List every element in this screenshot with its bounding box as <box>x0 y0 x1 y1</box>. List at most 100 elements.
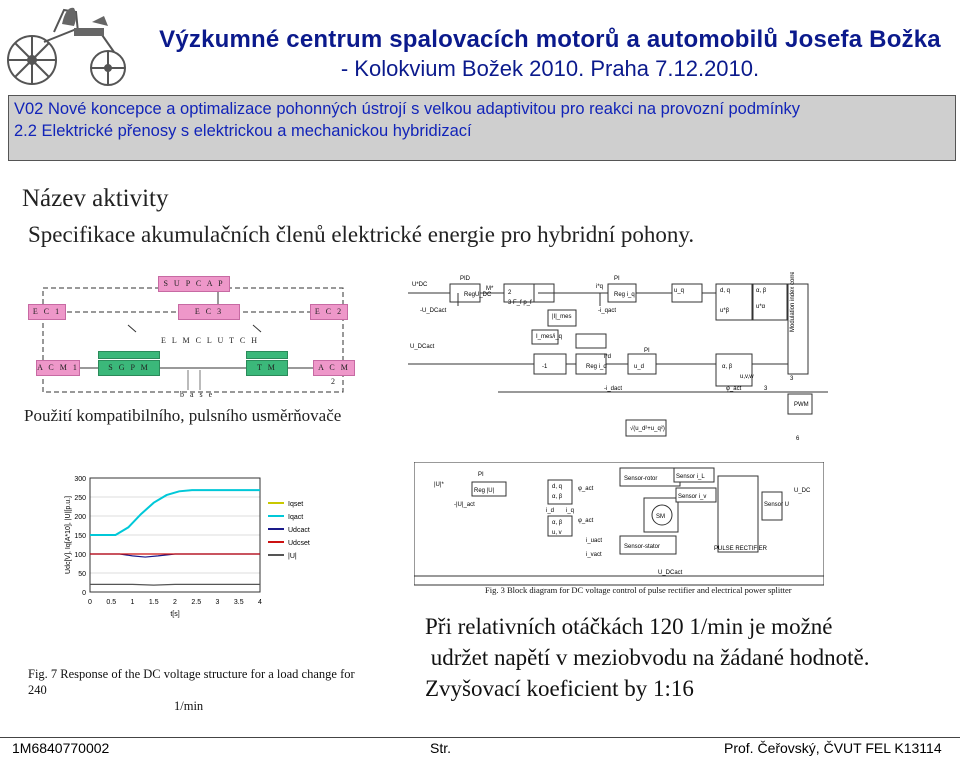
block-label: 3 F_f p_f <box>508 300 532 306</box>
rectifier-label: |U|* <box>434 482 444 488</box>
rectifier-label: α, β <box>552 494 563 500</box>
clutch-bar-left <box>98 351 160 359</box>
block-label: 2 <box>508 290 512 296</box>
rectifier-label: SM <box>656 514 665 520</box>
control-block <box>752 283 788 321</box>
legend-label: Iqact <box>288 514 303 521</box>
block-label: φ_act <box>726 386 742 392</box>
control-block <box>787 283 809 375</box>
block-label: PID <box>460 276 471 282</box>
supcap-box: S U P C A P <box>158 276 230 292</box>
x-tick-label: 1.5 <box>149 599 159 606</box>
x-tick-label: 2 <box>173 599 177 606</box>
control-block <box>533 353 567 375</box>
block-label: u_q <box>674 288 684 294</box>
sm-symbol <box>651 504 673 526</box>
x-tick-label: 0 <box>88 599 92 606</box>
block-label: -U_DCact <box>420 308 447 314</box>
control-block <box>715 353 753 387</box>
block-label: M* <box>486 286 494 292</box>
footer-page-label: Str. <box>430 740 452 756</box>
ec1-box: E C 1 <box>28 304 66 320</box>
block-label: √(u_d²+u_q²) <box>630 425 665 432</box>
topic-line-2: 2.2 Elektrické přenosy s elektrickou a m… <box>14 122 472 140</box>
block-label: 6 <box>796 436 800 442</box>
acm2-box: A C M 2 <box>313 360 355 386</box>
block-label: u*α <box>756 304 766 310</box>
elm-clutch-label: E L M C L U T C H <box>161 336 260 345</box>
rectifier-label: i_d <box>546 508 554 514</box>
rectifier-block <box>675 487 717 503</box>
y-tick-label: 150 <box>74 533 86 540</box>
rectifier-block <box>717 475 759 553</box>
block-label: -1 <box>542 364 548 370</box>
x-tick-label: 4 <box>258 599 262 606</box>
rectifier-label: PULSE RECTIFIER <box>714 546 768 552</box>
rectifier-label: Sensor-stator <box>624 544 660 550</box>
block-label: -i_qact <box>598 308 616 314</box>
rectifier-block <box>547 479 573 505</box>
rectifier-block <box>619 535 677 555</box>
x-tick-label: 3.5 <box>234 599 244 606</box>
rectifier-label: Sensor i_L <box>676 474 705 480</box>
control-block <box>575 333 607 349</box>
rectifier-label: i_uact <box>586 538 602 544</box>
rectifier-label: u, v <box>552 530 562 536</box>
section-label: Název aktivity <box>22 185 169 212</box>
topic-line-1: V02 Nové koncepce a optimalizace pohonný… <box>14 100 801 118</box>
rectifier-label: φ_act <box>578 486 594 492</box>
legend-label: Udcset <box>288 540 310 547</box>
ec3-box: E C 3 <box>178 304 240 320</box>
block-label: |I|_mes <box>552 314 571 320</box>
conclusion-line-2: udržet napětí v meziobvodu na žádané hod… <box>425 645 870 670</box>
footer-divider <box>0 737 960 738</box>
rectifier-label: Reg |U| <box>474 488 495 494</box>
carriage-logo-icon <box>7 7 126 86</box>
rectifier-block <box>673 467 715 483</box>
rectifier-label: U_DCact <box>658 570 683 576</box>
block-label: PWM <box>794 402 809 408</box>
block-label: u*β <box>720 308 730 314</box>
ec2-box: E C 2 <box>310 304 348 320</box>
footer-author: Prof. Čeřovský, ČVUT FEL K13114 <box>724 740 942 756</box>
rectifier-block <box>761 491 783 521</box>
block-label: u_d <box>634 364 644 370</box>
conclusion-line-3: Zvyšovací koeficient by 1:16 <box>425 676 694 701</box>
rectifier-label: -|U|_act <box>454 502 475 508</box>
fig3-caption: Fig. 3 Block diagram for DC voltage cont… <box>485 585 792 595</box>
sgpm-box: S G P M <box>98 360 160 376</box>
block-label: d, q <box>720 288 730 294</box>
y-tick-label: 0 <box>82 590 86 597</box>
hybrid-schematic: S U P C A P E C 1 E C 3 E C 2 E L M C L … <box>28 270 388 405</box>
tm-box: T M <box>246 360 288 376</box>
series-line-u <box>90 583 260 586</box>
schematic-lines <box>42 287 344 393</box>
y-tick-label: 200 <box>74 514 86 521</box>
block-label: i*q <box>596 284 603 290</box>
block-label: 3 <box>790 376 794 382</box>
rectifier-label: PI <box>478 472 484 478</box>
block-label: 3 <box>764 386 768 392</box>
rectifier-label: Sensor U <box>764 502 789 508</box>
graph-caption: Fig. 7 Response of the DC voltage struct… <box>28 666 373 714</box>
y-tick-label: 100 <box>74 552 86 559</box>
y-tick-label: 250 <box>74 495 86 502</box>
block-label: α, β <box>722 364 733 370</box>
block-label: Reg i_q <box>614 292 635 298</box>
topic-box <box>8 95 956 161</box>
control-block <box>625 419 667 437</box>
rectifier-block <box>547 515 573 537</box>
graph-caption-line-1: Fig. 7 Response of the DC voltage struct… <box>28 667 355 697</box>
rectifier-label: d, q <box>552 484 562 490</box>
block-label: Reg i_d <box>586 364 607 370</box>
control-block <box>547 309 577 327</box>
x-tick-label: 2.5 <box>191 599 201 606</box>
block-label: I_mes/i_q <box>536 334 562 340</box>
base-label: b a s e <box>180 390 215 399</box>
x-tick-label: 3 <box>216 599 220 606</box>
rectifier-label: i_vact <box>586 552 602 558</box>
